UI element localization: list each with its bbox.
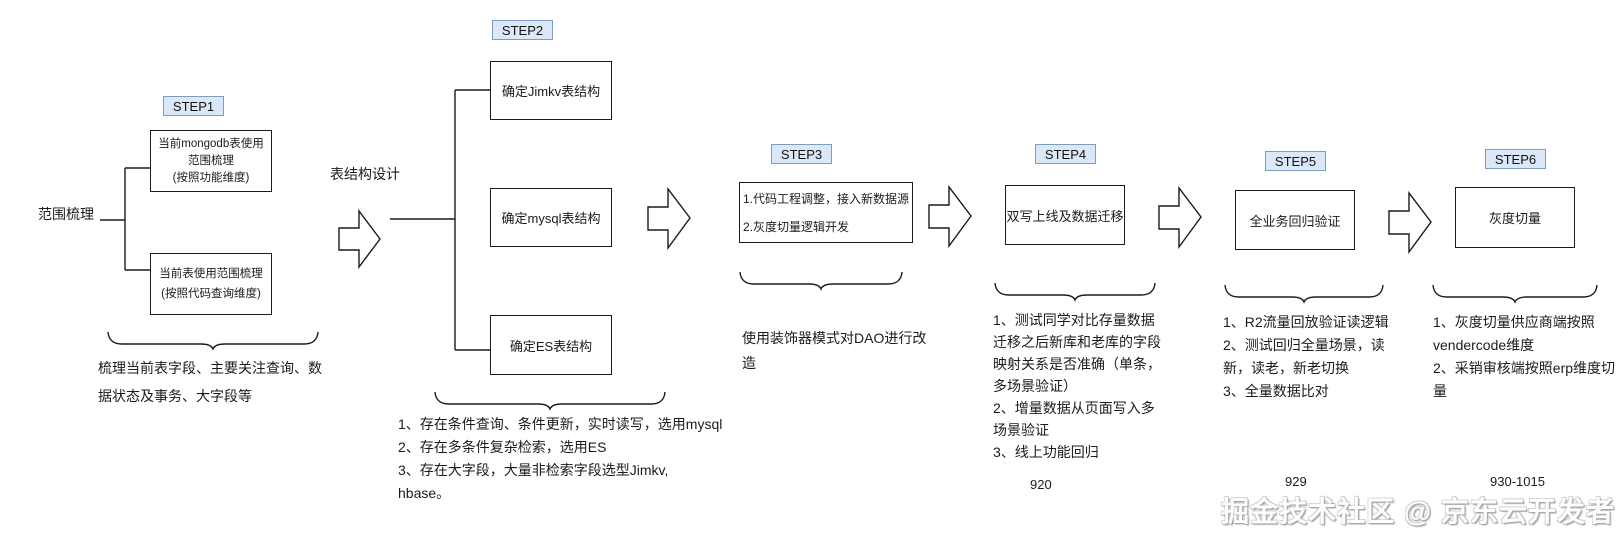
step1-note: 梳理当前表字段、主要关注查询、数据状态及事务、大字段等 [98, 360, 322, 404]
step3-badge: STEP3 [771, 144, 832, 164]
table-code-scope-box: 当前表使用范围梳理 (按照代码查询维度) [150, 253, 272, 315]
step1-tree-bracket [100, 167, 150, 271]
underbrace-step5 [1224, 284, 1384, 304]
underbrace-step6 [1432, 284, 1598, 304]
step4-note: 1、测试同学对比存量数据迁移之后新库和老库的字段映射关系是否准确（单条，多场景验… [993, 312, 1161, 460]
step5-badge: STEP5 [1265, 151, 1326, 171]
step6-task-box: 灰度切量 [1455, 187, 1575, 248]
step6-date: 930-1015 [1490, 474, 1545, 489]
step6-note: 1、灰度切量供应商端按照vendercode维度 2、采销审核端按照erp维度切… [1433, 314, 1616, 399]
flow-arrow-icon-4 [1158, 185, 1202, 250]
underbrace-step3 [739, 271, 903, 291]
step5-note: 1、R2流量回放验证读逻辑 2、测试回归全量场景，读新，读老，新老切换 3、全量… [1223, 314, 1389, 399]
scope-label: 范围梳理 [38, 206, 94, 222]
step1-badge: STEP1 [163, 96, 224, 116]
step5-task-box: 全业务回归验证 [1235, 190, 1355, 250]
step2-tree-bracket [390, 89, 490, 351]
underbrace-step2 [434, 391, 666, 411]
step6-badge: STEP6 [1485, 149, 1546, 169]
jimkv-box: 确定Jimkv表结构 [490, 61, 612, 120]
underbrace-step4 [994, 282, 1156, 302]
step2-note: 1、存在条件查询、条件更新，实时读写，选用mysql 2、存在多条件复杂检索，选… [398, 416, 723, 501]
mysql-box: 确定mysql表结构 [490, 188, 612, 247]
table-structure-design-label: 表结构设计 [330, 166, 400, 182]
underbrace-step1 [107, 331, 319, 351]
flow-arrow-icon-5 [1388, 190, 1432, 255]
step2-badge: STEP2 [492, 20, 553, 40]
mongodb-scope-box: 当前mongodb表使用 范围梳理 (按照功能维度) [150, 130, 272, 192]
step5-date: 929 [1285, 474, 1307, 489]
es-box: 确定ES表结构 [490, 315, 612, 375]
watermark: 掘金技术社区 @ 京东云开发者 [1221, 496, 1615, 527]
flow-arrow-icon-1 [338, 208, 381, 270]
step4-date: 920 [1030, 477, 1052, 492]
flow-arrow-icon-3 [928, 184, 972, 249]
step3-note: 使用装饰器模式对DAO进行改造 [742, 330, 927, 371]
flow-arrow-icon-2 [647, 186, 691, 251]
step4-task-box: 双写上线及数据迁移 [1005, 185, 1125, 245]
step3-task-box: 1.代码工程调整，接入新数据源 2.灰度切量逻辑开发 [739, 182, 913, 243]
step4-badge: STEP4 [1035, 144, 1096, 164]
